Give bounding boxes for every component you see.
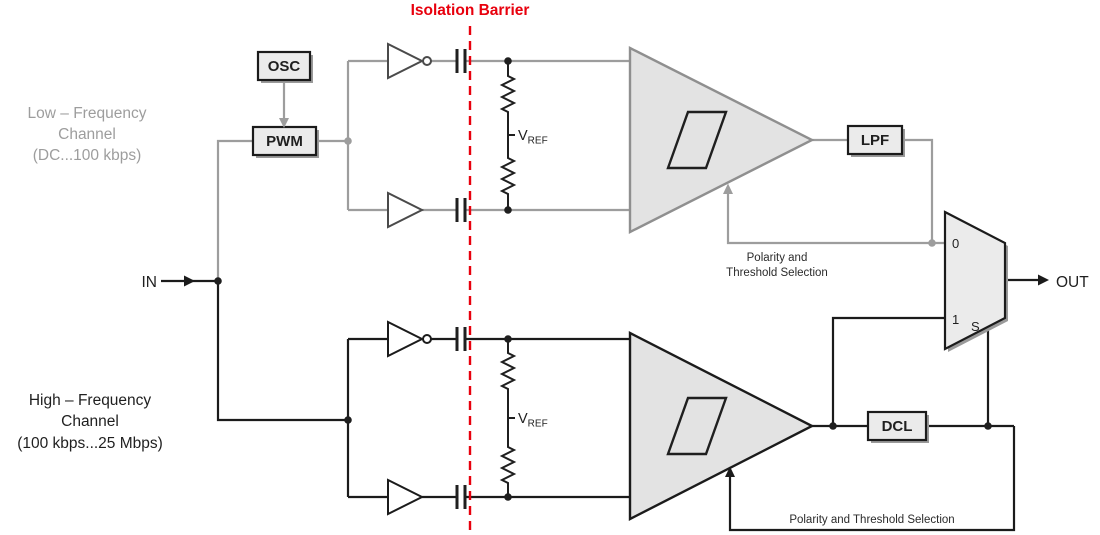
low-vref-label: VREF [518, 128, 548, 147]
high-schmitt-comparator [628, 331, 815, 521]
in-to-pwm-wire [216, 139, 253, 281]
junction-dot [504, 493, 512, 501]
junction-dot [829, 422, 837, 430]
junction-dot [504, 206, 512, 214]
lpf-label: LPF [861, 132, 889, 149]
low-feedback-label-line2: Threshold Selection [726, 267, 828, 279]
high-freq-label-line2: Channel [61, 413, 119, 430]
dcl-box [866, 410, 928, 442]
isolation-barrier-title: Isolation Barrier [411, 2, 530, 19]
junction-dot [928, 239, 936, 247]
low-feedback-arrowhead [723, 183, 733, 194]
out-arrowhead [1038, 274, 1049, 286]
in-arrowhead [184, 275, 195, 287]
inverter-bubble [422, 56, 432, 66]
out-label: OUT [1056, 274, 1089, 291]
low-frequency-channel-label: Low – Frequency Channel (DC...100 kbps) [28, 105, 147, 164]
vref-sub: REF [528, 136, 548, 147]
high-feedback-wire [728, 426, 1016, 532]
dcl-block: DCL [866, 410, 929, 443]
low-schmitt-comparator [628, 46, 815, 234]
junction-dot [214, 277, 222, 285]
high-vref-label: VREF [518, 411, 548, 430]
low-feedback-label: Polarity and Threshold Selection [726, 252, 828, 279]
output-mux: 0 1 S [943, 210, 1008, 352]
mux-body [943, 210, 1007, 351]
junction-dot [504, 335, 512, 343]
high-vref-resistor-divider [499, 339, 517, 497]
osc-label: OSC [268, 58, 301, 75]
junction-dot [344, 137, 352, 145]
high-inverter-gate [387, 320, 432, 358]
lpf-box [846, 124, 904, 156]
low-frequency-wires [216, 59, 945, 281]
high-frequency-channel-label: High – Frequency Channel (100 kbps...25 … [17, 392, 163, 452]
low-freq-label-line1: Low – Frequency [28, 105, 147, 122]
low-feedback-wire [726, 192, 932, 245]
inverter-bubble [422, 334, 432, 344]
pwm-box [251, 125, 318, 157]
junction-dot [344, 416, 352, 424]
dcl-label: DCL [882, 418, 913, 435]
osc-box [256, 50, 312, 82]
low-inverter-gate [387, 42, 432, 80]
low-freq-label-line2: Channel [58, 126, 116, 143]
hysteresis-icon [666, 396, 728, 456]
comparator-to-mux-in1-wire [831, 316, 945, 426]
lpf-to-mux-wire [902, 138, 945, 245]
hysteresis-icon [666, 110, 728, 170]
osc-pwm-arrowhead [279, 118, 289, 128]
mux-input1-label: 1 [952, 312, 959, 327]
vref-v: V [518, 411, 528, 427]
mux-select-label: S [971, 319, 980, 334]
high-feedback-label: Polarity and Threshold Selection [789, 514, 954, 526]
mux-input0-label: 0 [952, 236, 959, 251]
pwm-block: PWM [251, 125, 319, 158]
high-buffer-gate [387, 478, 425, 516]
low-buffer-gate [387, 191, 425, 229]
high-frequency-wires [161, 278, 1039, 532]
lpf-block: LPF [846, 124, 905, 157]
vref-sub: REF [528, 419, 548, 430]
low-feedback-label-line1: Polarity and [747, 252, 808, 264]
in-label: IN [142, 274, 158, 291]
inverter-triangle [387, 320, 425, 358]
junction-dots [214, 57, 992, 501]
low-vref-resistor-divider [499, 61, 517, 210]
low-freq-label-line3: (DC...100 kbps) [33, 147, 142, 164]
high-feedback-arrowhead [725, 466, 735, 477]
osc-block: OSC [256, 50, 313, 83]
junction-dot [984, 422, 992, 430]
comparator-triangle [628, 46, 815, 234]
vref-v: V [518, 128, 528, 144]
isolation-capacitors [455, 49, 467, 509]
high-freq-label-line3: (100 kbps...25 Mbps) [17, 435, 163, 452]
inverter-triangle [387, 42, 425, 80]
comparator-triangle [628, 331, 815, 521]
junction-dot [504, 57, 512, 65]
in-to-high-channel-wire [216, 281, 348, 422]
pwm-label: PWM [266, 133, 303, 150]
high-freq-label-line1: High – Frequency [29, 392, 152, 409]
